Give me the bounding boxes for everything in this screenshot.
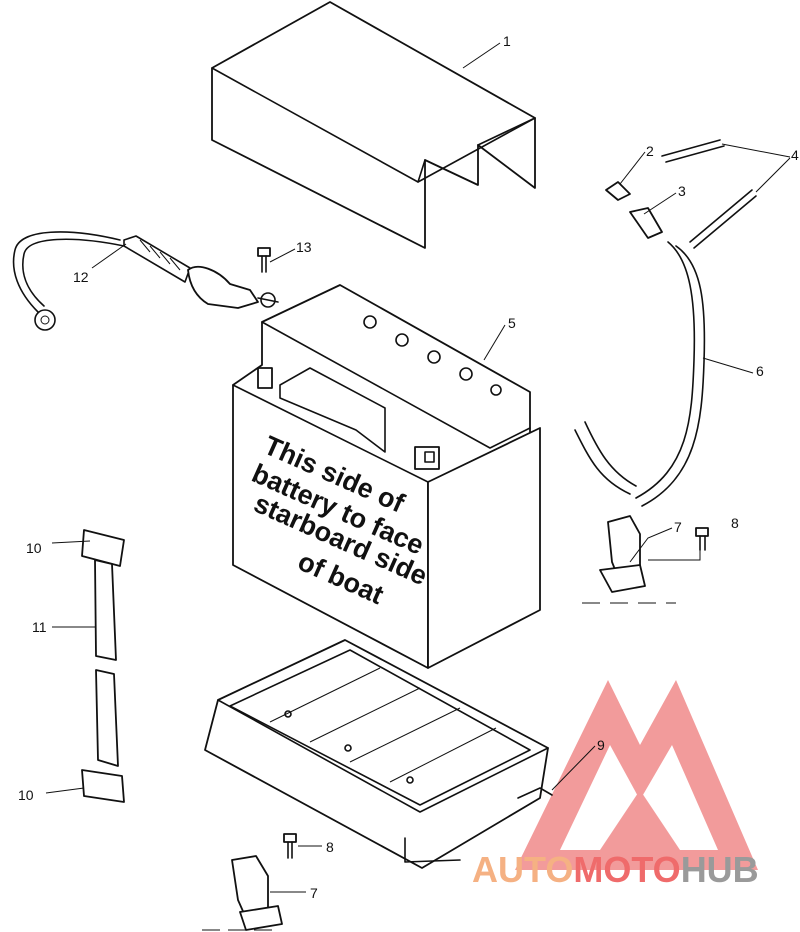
bracket-upper (582, 515, 709, 604)
callout-3: 3 (678, 183, 686, 199)
hold-down-strap (81, 529, 125, 803)
callout-12: 12 (73, 269, 89, 285)
battery-tray (204, 639, 553, 869)
bracket-lower (202, 833, 297, 931)
callout-5: 5 (508, 315, 516, 331)
battery (232, 284, 541, 669)
callout-1: 1 (503, 33, 511, 49)
callout-2: 2 (646, 143, 654, 159)
watermark-logo (515, 680, 758, 870)
battery-cover (211, 1, 536, 249)
callouts: 1 2 3 4 5 6 7 8 9 10 11 10 12 13 8 7 (18, 33, 799, 901)
callout-8-lower: 8 (326, 839, 334, 855)
watermark-hub: HUB (681, 849, 759, 890)
vent-fittings (605, 139, 757, 249)
leader-lines (45, 42, 791, 893)
watermark-text: AUTOMOTOHUB (472, 849, 759, 890)
callout-7-upper: 7 (674, 519, 682, 535)
watermark-moto: MOTO (573, 849, 680, 890)
callout-4: 4 (791, 147, 799, 163)
callout-6: 6 (756, 363, 764, 379)
callout-11: 11 (32, 619, 47, 635)
callout-10-lower: 10 (18, 787, 34, 803)
callout-7-lower: 7 (310, 885, 318, 901)
callout-13: 13 (296, 239, 312, 255)
bolt-13 (257, 247, 271, 273)
watermark-auto: AUTO (472, 849, 573, 890)
svg-text:AUTOMOTOHUB: AUTOMOTOHUB (472, 849, 759, 890)
callout-8-upper: 8 (731, 515, 739, 531)
callout-10-upper: 10 (26, 540, 42, 556)
battery-cable (12, 231, 279, 331)
callout-9: 9 (597, 737, 605, 753)
vent-hose (574, 241, 706, 507)
